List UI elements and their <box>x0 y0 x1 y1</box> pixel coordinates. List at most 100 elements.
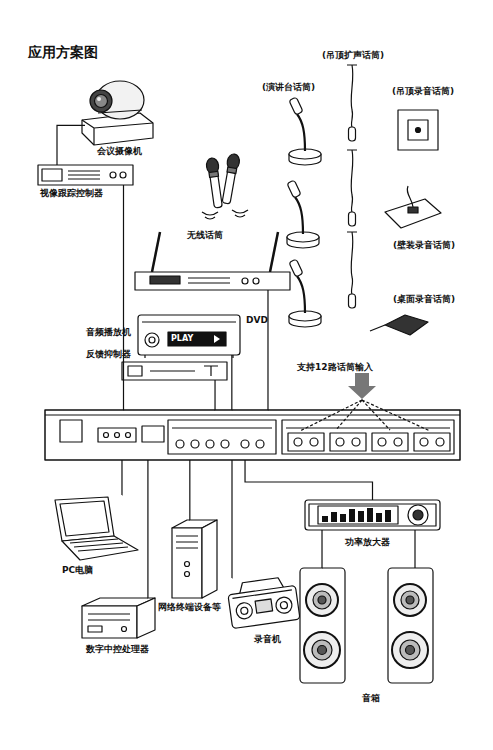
art-shape <box>388 568 433 683</box>
art-shape <box>98 428 136 442</box>
art-shape <box>295 197 303 234</box>
art-shape <box>95 95 108 108</box>
mic-label: (演讲台话筒) <box>262 82 315 93</box>
device-label: 数字中控处理器 <box>86 644 149 655</box>
device-label: 会议摄像机 <box>97 146 142 157</box>
art-shape <box>318 646 327 655</box>
signal-wire <box>121 460 122 495</box>
art-shape <box>401 591 419 609</box>
wireless-receiver: 无线话筒 <box>135 272 290 290</box>
art-shape <box>322 516 328 522</box>
feedback-suppressor: 反馈抑制器 <box>122 362 227 380</box>
art-shape <box>240 607 248 615</box>
art-shape <box>82 606 137 638</box>
speaker-wire <box>414 530 415 568</box>
device-label: DVD <box>246 315 268 326</box>
art-shape <box>172 528 202 598</box>
art-shape <box>309 504 436 526</box>
art-shape <box>185 572 190 577</box>
wireless-mic-illustration <box>202 153 248 219</box>
art-shape <box>45 410 460 460</box>
mic-label: (桌面录音话筒) <box>393 294 455 305</box>
art-shape <box>168 420 276 454</box>
art-shape <box>55 497 114 541</box>
art-shape <box>376 513 382 522</box>
art-shape <box>137 598 155 638</box>
mic-label: (壁装录音话筒) <box>393 240 455 251</box>
art-shape <box>232 590 291 598</box>
central-processor: 数字中控处理器 <box>82 598 155 638</box>
art-shape <box>305 500 440 530</box>
art-shape <box>400 640 420 660</box>
speaker-pair: 音箱 <box>300 568 435 683</box>
art-shape <box>287 180 319 248</box>
input-arrow <box>300 373 430 431</box>
signal-wire <box>214 380 215 410</box>
art-shape <box>122 362 227 380</box>
dvd-player-illustration <box>138 315 240 358</box>
art-shape <box>398 110 438 150</box>
amplifier-illustration <box>305 500 440 530</box>
tracking-controller: 视像跟踪控制器 <box>38 165 133 185</box>
art-shape <box>62 536 138 560</box>
signal-wire <box>147 460 148 598</box>
podium-mic-illustration <box>287 97 321 327</box>
art-shape <box>347 65 357 141</box>
art-shape <box>176 536 198 548</box>
speaker-illustration <box>300 568 433 683</box>
controller-illustration <box>38 165 133 185</box>
signal-wire <box>245 460 372 500</box>
art-shape <box>206 157 225 208</box>
art-shape <box>336 438 344 446</box>
camera-illustration <box>82 81 153 145</box>
mixer-host: 支持12路话筒输入 <box>45 410 460 460</box>
art-shape <box>191 440 199 448</box>
art-shape <box>288 433 324 451</box>
art-shape <box>145 355 233 358</box>
art-shape <box>408 207 418 213</box>
art-shape <box>150 276 180 284</box>
signal-wire <box>321 530 322 568</box>
art-shape <box>394 438 402 446</box>
art-shape <box>97 97 101 101</box>
art-shape <box>331 512 337 522</box>
art-shape <box>202 210 248 219</box>
power-amplifier: 功率放大器 <box>305 500 440 530</box>
art-shape <box>128 366 142 376</box>
art-shape <box>378 438 386 446</box>
art-shape <box>142 321 236 322</box>
art-shape <box>394 584 426 616</box>
art-shape <box>168 332 226 346</box>
art-shape <box>152 232 160 272</box>
art-shape <box>347 232 357 294</box>
art-shape <box>214 335 220 343</box>
dvd-player: 音频播放机DVDPLAY <box>138 315 240 355</box>
art-shape <box>297 114 305 151</box>
art-shape <box>349 294 356 308</box>
art-shape <box>347 150 357 212</box>
art-shape <box>286 427 450 428</box>
art-shape <box>38 165 133 185</box>
art-shape <box>352 438 360 446</box>
signal-wire <box>231 355 232 410</box>
laptop-illustration <box>55 497 138 560</box>
mic-label: (吊顶录音话筒) <box>392 86 454 97</box>
art-shape <box>110 172 116 178</box>
art-shape <box>42 169 62 181</box>
receiver-illustration <box>135 232 290 290</box>
art-shape <box>68 171 100 179</box>
art-shape <box>349 127 356 141</box>
art-shape <box>185 562 190 567</box>
art-shape <box>149 337 155 343</box>
art-shape <box>420 438 428 446</box>
art-shape <box>45 414 460 415</box>
suppressor-illustration <box>122 362 227 380</box>
art-shape <box>340 514 346 522</box>
art-shape <box>220 153 241 204</box>
art-shape <box>275 596 293 614</box>
art-shape <box>385 199 441 228</box>
mixer-illustration <box>45 410 460 460</box>
art-shape <box>242 278 248 284</box>
device-label: 无线话筒 <box>187 230 223 241</box>
art-shape <box>172 427 272 428</box>
